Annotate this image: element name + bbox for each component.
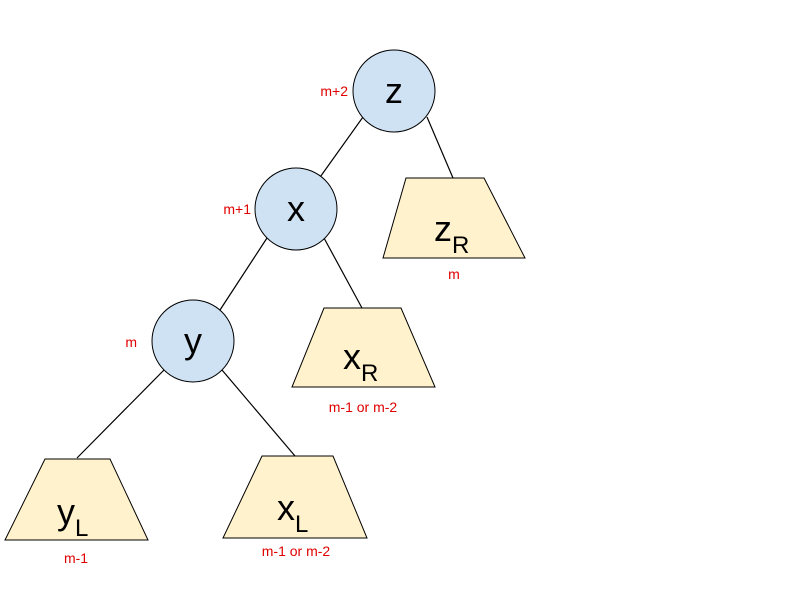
subtree-yL-sub: L bbox=[75, 515, 88, 542]
subtree-xL-height: m-1 or m-2 bbox=[262, 543, 331, 559]
subtree-xL-sub: L bbox=[295, 511, 308, 538]
edge-y-yL bbox=[76, 369, 165, 459]
edge-z-x bbox=[317, 116, 364, 181]
subtree-xL: xL bbox=[222, 455, 368, 539]
svg-text:yL: yL bbox=[57, 491, 88, 542]
node-x: x bbox=[254, 167, 338, 251]
subtree-yL-base: y bbox=[57, 491, 75, 532]
node-y-label: y bbox=[184, 320, 202, 361]
edge-x-xR bbox=[323, 237, 363, 309]
node-y: y bbox=[151, 299, 235, 383]
subtree-zR-height: m bbox=[448, 266, 460, 282]
subtree-xR-sub: R bbox=[361, 360, 378, 387]
subtree-yL-height: m-1 bbox=[64, 550, 88, 566]
edge-x-y bbox=[219, 237, 268, 311]
node-y-height: m bbox=[125, 334, 137, 350]
node-z-height: m+2 bbox=[320, 83, 348, 99]
subtree-zR: zR bbox=[382, 177, 526, 259]
subtree-xL-base: x bbox=[277, 487, 295, 528]
subtree-xR: xR bbox=[291, 307, 436, 388]
edge-z-zR bbox=[426, 116, 454, 179]
node-z: z bbox=[352, 49, 436, 133]
node-x-height: m+1 bbox=[223, 201, 251, 217]
subtree-xR-base: x bbox=[343, 336, 361, 377]
subtree-yL: yL bbox=[4, 458, 149, 542]
subtree-zR-sub: R bbox=[452, 232, 469, 259]
edge-y-xL bbox=[221, 369, 296, 457]
subtree-zR-base: z bbox=[434, 208, 452, 249]
subtree-xR-height: m-1 or m-2 bbox=[329, 399, 398, 415]
node-x-label: x bbox=[287, 188, 305, 229]
svg-text:xL: xL bbox=[277, 487, 308, 538]
svg-text:zR: zR bbox=[434, 208, 469, 259]
svg-text:xR: xR bbox=[343, 336, 378, 387]
node-z-label: z bbox=[385, 70, 403, 111]
